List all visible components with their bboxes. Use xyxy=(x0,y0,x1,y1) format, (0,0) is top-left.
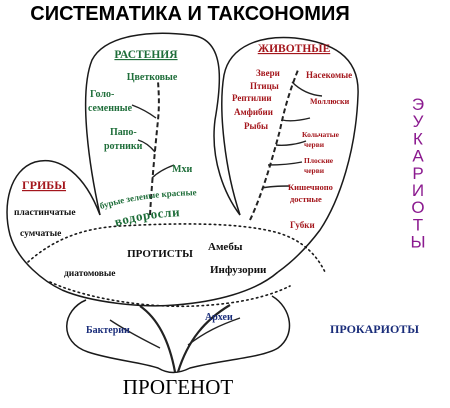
gymno-branch xyxy=(131,104,157,119)
prokaryotes-bacteria: Бактерии xyxy=(86,325,130,336)
animals-stem xyxy=(249,69,299,221)
animals-reptiles: Рептилии xyxy=(232,93,272,103)
plants-outline xyxy=(84,32,241,216)
protists-amoebas: Амебы xyxy=(208,241,243,253)
trunk-right xyxy=(176,304,231,373)
eukaryotes-letter: Ы xyxy=(410,233,425,252)
beasts-branch xyxy=(291,81,323,97)
plants-flowering: Цветковые xyxy=(127,72,178,83)
animals-flatworms-line2: черви xyxy=(304,166,325,175)
plants-moss: Мхи xyxy=(172,164,192,175)
eukaryotes-letter: У xyxy=(413,112,424,131)
plants-gymno-line2: семенные xyxy=(88,103,133,114)
protists-diatoms: диатомовые xyxy=(64,269,116,279)
eukaryotes-letter: Т xyxy=(413,215,423,234)
fungi-outline xyxy=(6,160,101,291)
animals-annelids-line2: черви xyxy=(304,140,325,149)
animals-insects: Насекомые xyxy=(306,70,352,80)
eukaryotes-letter: Э xyxy=(412,95,424,114)
flatworm-branch xyxy=(267,161,303,166)
plants-gymno-line1: Голо- xyxy=(90,89,114,100)
bacteria-branch xyxy=(109,319,161,349)
plants-fern-line1: Папо- xyxy=(110,127,137,138)
animals-molluscs: Моллюски xyxy=(310,97,350,106)
eukaryotes-letter: Р xyxy=(412,164,423,183)
plants-heading: РАСТЕНИЯ xyxy=(114,49,178,61)
plants-fern-line2: ротники xyxy=(104,141,143,152)
fern-branch xyxy=(137,139,156,153)
fungi-heading: ГРИБЫ xyxy=(22,178,66,192)
plants-stem xyxy=(149,79,160,216)
mollusc-branch xyxy=(281,117,311,122)
eukaryotes-letter: О xyxy=(411,198,424,217)
moss-branch xyxy=(151,164,175,179)
root-label: ПРОГЕНОТ xyxy=(123,375,234,399)
protists-infusoria: Инфузории xyxy=(210,264,267,276)
prokaryotes-archaea: Археи xyxy=(205,312,233,323)
prokaryote-outline xyxy=(66,295,291,374)
animals-heading: ЖИВОТНЫЕ xyxy=(258,43,331,55)
annelid-branch xyxy=(275,140,307,146)
animals-birds: Птицы xyxy=(250,81,279,91)
animals-coelenterates-line2: достные xyxy=(290,194,322,204)
prokaryote-boundary xyxy=(49,281,291,308)
eukaryotes-letter: К xyxy=(413,129,423,148)
coelenterate-branch xyxy=(261,185,291,189)
animals-annelids-line1: Кольчатые xyxy=(302,130,340,139)
archaea-branch xyxy=(187,317,241,346)
animals-beasts: Звери xyxy=(256,68,280,78)
trunk xyxy=(139,305,177,373)
animals-sponges: Губки xyxy=(290,220,315,230)
diagram-title: СИСТЕМАТИКА И ТАКСОНОМИЯ xyxy=(30,3,349,25)
animals-fish: Рыбы xyxy=(244,121,268,131)
animals-outline xyxy=(221,36,359,273)
algae-label: водоросли xyxy=(113,204,181,229)
fungi-plasmodial: пластинчатые xyxy=(14,208,76,218)
protists-outline xyxy=(61,271,279,307)
eukaryotes-letter: И xyxy=(412,181,424,200)
eukaryotes-letter: А xyxy=(412,147,424,166)
animals-coelenterates-line1: Кишечнопо xyxy=(288,182,333,192)
eukaryote-boundary xyxy=(27,223,326,273)
animals-amphibians: Амфибии xyxy=(234,107,273,117)
animals-flatworms-line1: Плоские xyxy=(304,156,334,165)
protists-label: ПРОТИСТЫ xyxy=(127,248,193,260)
fungi-bag: сумчатые xyxy=(20,229,61,239)
prokaryotes-group-label: ПРОКАРИОТЫ xyxy=(330,322,419,336)
